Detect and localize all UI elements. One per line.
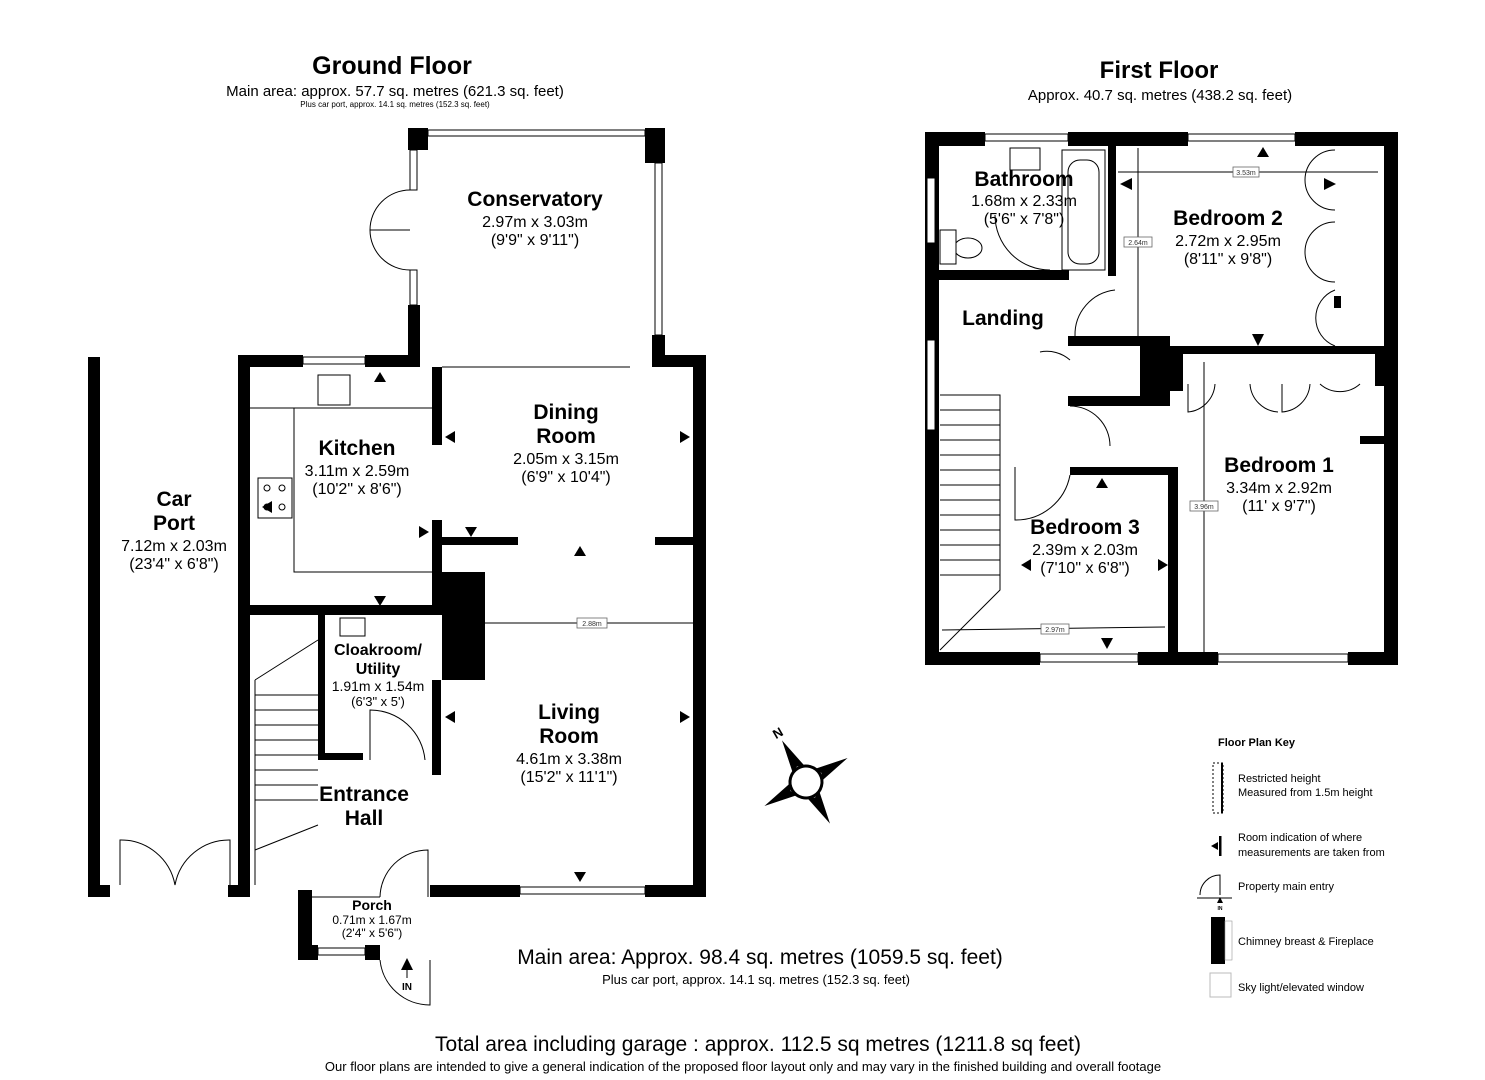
svg-text:Room indication of where: Room indication of where bbox=[1238, 832, 1362, 844]
landing-label: Landing bbox=[962, 307, 1044, 330]
svg-text:Room: Room bbox=[539, 725, 599, 748]
svg-text:2.39m x 2.03m: 2.39m x 2.03m bbox=[1032, 542, 1138, 559]
svg-text:(10'2" x 8'6"): (10'2" x 8'6") bbox=[312, 481, 402, 498]
ground-floor-fixtures: 2.88m IN bbox=[119, 189, 693, 1006]
svg-text:Conservatory: Conservatory bbox=[467, 188, 603, 211]
ground-floor-walls bbox=[88, 128, 706, 960]
svg-text:2.97m x 3.03m: 2.97m x 3.03m bbox=[482, 214, 588, 231]
svg-text:1.91m x 1.54m: 1.91m x 1.54m bbox=[332, 678, 425, 694]
svg-text:Room: Room bbox=[536, 425, 596, 448]
bedroom-2-label: Bedroom 2 2.72m x 2.95m (8'11" x 9'8") bbox=[1173, 207, 1283, 268]
svg-text:Hall: Hall bbox=[345, 807, 384, 830]
main-entry-icon: IN bbox=[1197, 874, 1232, 912]
floor-plan-key: Floor Plan Key Restricted height Measure… bbox=[1197, 737, 1385, 998]
svg-text:7.12m x 2.03m: 7.12m x 2.03m bbox=[121, 538, 227, 555]
svg-text:Floor Plan Key: Floor Plan Key bbox=[1218, 737, 1296, 749]
svg-text:2.05m x 3.15m: 2.05m x 3.15m bbox=[513, 451, 619, 468]
svg-text:Cloakroom/: Cloakroom/ bbox=[334, 642, 423, 659]
first-floor-area: Approx. 40.7 sq. metres (438.2 sq. feet) bbox=[1028, 87, 1292, 104]
porch-label: Porch 0.71m x 1.67m (2'4" x 5'6") bbox=[332, 897, 411, 940]
entrance-hall-label: Entrance Hall bbox=[319, 783, 409, 830]
svg-text:(8'11" x 9'8"): (8'11" x 9'8") bbox=[1184, 251, 1272, 268]
main-area-summary: Main area: Approx. 98.4 sq. metres (1059… bbox=[517, 946, 1003, 969]
svg-text:3.34m x 2.92m: 3.34m x 2.92m bbox=[1226, 480, 1332, 497]
first-floor-title: First Floor bbox=[1100, 57, 1219, 84]
bedroom-3-label: Bedroom 3 2.39m x 2.03m (7'10" x 6'8") bbox=[1030, 516, 1140, 577]
compass-north-label: N bbox=[770, 724, 786, 742]
measure-tag-bed2-height: 2.64m bbox=[1128, 240, 1148, 247]
measure-tag-bed3-width: 2.97m bbox=[1045, 627, 1065, 634]
svg-text:(2'4" x 5'6"): (2'4" x 5'6") bbox=[342, 926, 402, 940]
disclaimer: Our floor plans are intended to give a g… bbox=[325, 1059, 1161, 1074]
svg-text:1.68m x 2.33m: 1.68m x 2.33m bbox=[971, 193, 1077, 210]
ground-floor-carport-note: Plus car port, approx. 14.1 sq. metres (… bbox=[300, 100, 490, 109]
svg-text:Utility: Utility bbox=[356, 661, 401, 678]
svg-text:Restricted height: Restricted height bbox=[1238, 773, 1321, 785]
svg-text:Bedroom 3: Bedroom 3 bbox=[1030, 516, 1140, 539]
svg-text:Porch: Porch bbox=[352, 897, 392, 913]
car-port-summary: Plus car port, approx. 14.1 sq. metres (… bbox=[602, 972, 910, 987]
total-area: Total area including garage : approx. 11… bbox=[435, 1033, 1081, 1056]
measure-tag-living: 2.88m bbox=[582, 621, 602, 628]
living-room-label: Living Room 4.61m x 3.38m (15'2" x 11'1"… bbox=[516, 701, 622, 786]
car-port-label: Car Port 7.12m x 2.03m (23'4" x 6'8") bbox=[121, 488, 227, 573]
compass-icon: N bbox=[764, 724, 848, 824]
chimney-icon bbox=[1211, 917, 1233, 964]
svg-text:(11' x 9'7"): (11' x 9'7") bbox=[1242, 498, 1316, 515]
svg-text:Measured from 1.5m height: Measured from 1.5m height bbox=[1238, 787, 1373, 799]
svg-text:Bathroom: Bathroom bbox=[974, 168, 1073, 191]
svg-text:0.71m x 1.67m: 0.71m x 1.67m bbox=[332, 913, 411, 927]
cloakroom-label: Cloakroom/ Utility 1.91m x 1.54m (6'3" x… bbox=[332, 642, 425, 709]
svg-text:2.72m x 2.95m: 2.72m x 2.95m bbox=[1175, 233, 1281, 250]
conservatory-label: Conservatory 2.97m x 3.03m (9'9" x 9'11"… bbox=[467, 188, 603, 249]
svg-text:IN: IN bbox=[1218, 906, 1223, 912]
bedroom-1-label: Bedroom 1 3.34m x 2.92m (11' x 9'7") bbox=[1224, 454, 1334, 515]
first-floor-walls bbox=[925, 132, 1398, 665]
svg-text:(23'4" x 6'8"): (23'4" x 6'8") bbox=[129, 556, 219, 573]
staircase bbox=[255, 694, 318, 801]
dining-room-label: Dining Room 2.05m x 3.15m (6'9" x 10'4") bbox=[513, 401, 619, 486]
kitchen-label: Kitchen 3.11m x 2.59m (10'2" x 8'6") bbox=[305, 437, 410, 498]
first-floor-fixtures: 3.53m 2.64m 3.96m 2.97m bbox=[939, 147, 1378, 652]
svg-text:Chimney breast & Fireplace: Chimney breast & Fireplace bbox=[1238, 936, 1374, 948]
restricted-height-icon bbox=[1212, 762, 1224, 814]
svg-text:(9'9" x 9'11"): (9'9" x 9'11") bbox=[491, 232, 579, 249]
svg-text:Dining: Dining bbox=[533, 401, 598, 424]
svg-text:(6'3" x 5'): (6'3" x 5') bbox=[351, 694, 405, 709]
ground-floor-area: Main area: approx. 57.7 sq. metres (621.… bbox=[226, 83, 564, 100]
svg-text:Bedroom 1: Bedroom 1 bbox=[1224, 454, 1334, 477]
svg-text:Kitchen: Kitchen bbox=[318, 437, 395, 460]
skylight-icon bbox=[1209, 972, 1232, 998]
ground-floor-title: Ground Floor bbox=[312, 52, 472, 80]
svg-text:4.61m x 3.38m: 4.61m x 3.38m bbox=[516, 751, 622, 768]
svg-text:Entrance: Entrance bbox=[319, 783, 409, 806]
svg-text:3.11m x 2.59m: 3.11m x 2.59m bbox=[305, 463, 410, 480]
svg-text:Living: Living bbox=[538, 701, 600, 724]
bathroom-label: Bathroom 1.68m x 2.33m (5'6" x 7'8") bbox=[971, 168, 1077, 228]
svg-text:Car: Car bbox=[156, 488, 191, 511]
svg-text:measurements are taken from: measurements are taken from bbox=[1238, 847, 1385, 859]
svg-text:Port: Port bbox=[153, 512, 195, 535]
measure-tag-bed1-height: 3.96m bbox=[1194, 504, 1214, 511]
measurement-marker-icon bbox=[1211, 836, 1222, 856]
svg-text:Bedroom 2: Bedroom 2 bbox=[1173, 207, 1283, 230]
svg-text:(5'6" x 7'8"): (5'6" x 7'8") bbox=[984, 211, 1065, 228]
svg-text:(7'10" x 6'8"): (7'10" x 6'8") bbox=[1040, 560, 1130, 577]
entry-label: IN bbox=[402, 982, 412, 993]
svg-text:Property main entry: Property main entry bbox=[1238, 881, 1334, 893]
measure-tag-bed2-width: 3.53m bbox=[1236, 170, 1256, 177]
svg-text:Sky light/elevated window: Sky light/elevated window bbox=[1238, 982, 1364, 994]
chimney-breast bbox=[442, 572, 485, 680]
svg-text:(6'9" x 10'4"): (6'9" x 10'4") bbox=[521, 469, 611, 486]
svg-text:(15'2" x 11'1"): (15'2" x 11'1") bbox=[520, 769, 617, 786]
first-floor-staircase bbox=[940, 409, 1000, 576]
